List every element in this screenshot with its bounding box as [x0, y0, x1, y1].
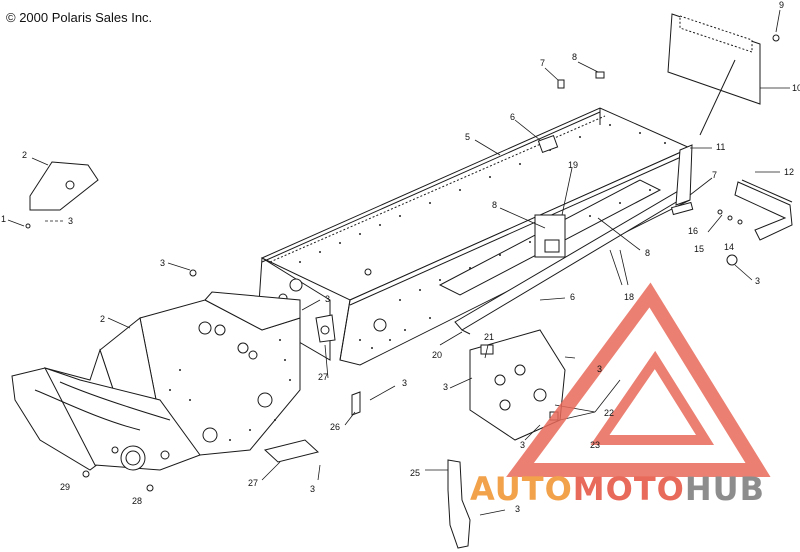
callout-21: 21	[484, 332, 494, 342]
callout-3: 3	[520, 440, 525, 450]
tunnel-end	[670, 144, 694, 216]
callout-2: 2	[22, 150, 27, 160]
callout-3: 3	[68, 216, 73, 226]
callout-5: 5	[465, 132, 470, 142]
hardware	[25, 34, 780, 549]
callout-24: 25	[410, 468, 420, 478]
callout-19: 19	[568, 160, 578, 170]
watermark-auto: AUTO	[470, 470, 573, 508]
callout-6: 6	[510, 112, 515, 122]
bracket-2	[29, 161, 99, 211]
callout-15: 15	[694, 244, 704, 254]
callout-3: 3	[310, 484, 315, 494]
callout-14: 14	[724, 242, 734, 252]
tunnel-assembly	[257, 107, 692, 366]
leader-lines	[7, 9, 790, 516]
callout-29: 29	[60, 482, 70, 492]
callout-22: 22	[604, 408, 614, 418]
callout-20: 20	[432, 350, 442, 360]
callout-27: 27	[248, 478, 258, 488]
watermark-hub: HUB	[684, 470, 766, 508]
callout-11: 11	[716, 142, 725, 152]
snow-flap	[667, 13, 761, 136]
callout-8: 8	[645, 248, 650, 258]
callout-8: 8	[492, 200, 497, 210]
callout-3: 3	[597, 364, 602, 374]
callout-2: 2	[100, 314, 105, 324]
watermark-logo	[506, 282, 771, 477]
callout-16: 16	[688, 226, 698, 236]
plate-27	[263, 439, 320, 463]
callout-3: 3	[325, 294, 330, 304]
callout-18: 18	[624, 292, 634, 302]
callout-3: 3	[402, 378, 407, 388]
front-cradle	[11, 348, 201, 471]
callout-23: 23	[590, 440, 600, 450]
callout-26: 27	[318, 372, 328, 382]
callout-7: 7	[712, 170, 717, 180]
callout-6: 6	[570, 292, 575, 302]
callout-labels: 2 1 3 3 3 2 5 6 7 8 9 10 11 12 7 19 8 8 …	[1, 0, 800, 514]
callout-9: 9	[779, 0, 784, 10]
callout-7: 7	[540, 58, 545, 68]
callout-1: 1	[1, 214, 6, 224]
rear-bumper	[734, 179, 793, 241]
callout-25: 26	[330, 422, 340, 432]
watermark-text: AUTOMOTOHUB	[470, 470, 800, 510]
callout-28: 28	[132, 496, 142, 506]
callout-3: 3	[755, 276, 760, 286]
copyright-text: © 2000 Polaris Sales Inc.	[6, 10, 153, 25]
callout-12: 12	[784, 167, 794, 177]
callout-3: 3	[515, 504, 520, 514]
callout-3: 3	[160, 258, 165, 268]
bracket-24	[447, 459, 471, 549]
watermark-moto: MOTO	[572, 470, 685, 508]
callout-10: 10	[792, 83, 800, 93]
callout-8: 8	[572, 52, 577, 62]
bracket-25	[351, 391, 361, 416]
callout-3: 3	[443, 382, 448, 392]
